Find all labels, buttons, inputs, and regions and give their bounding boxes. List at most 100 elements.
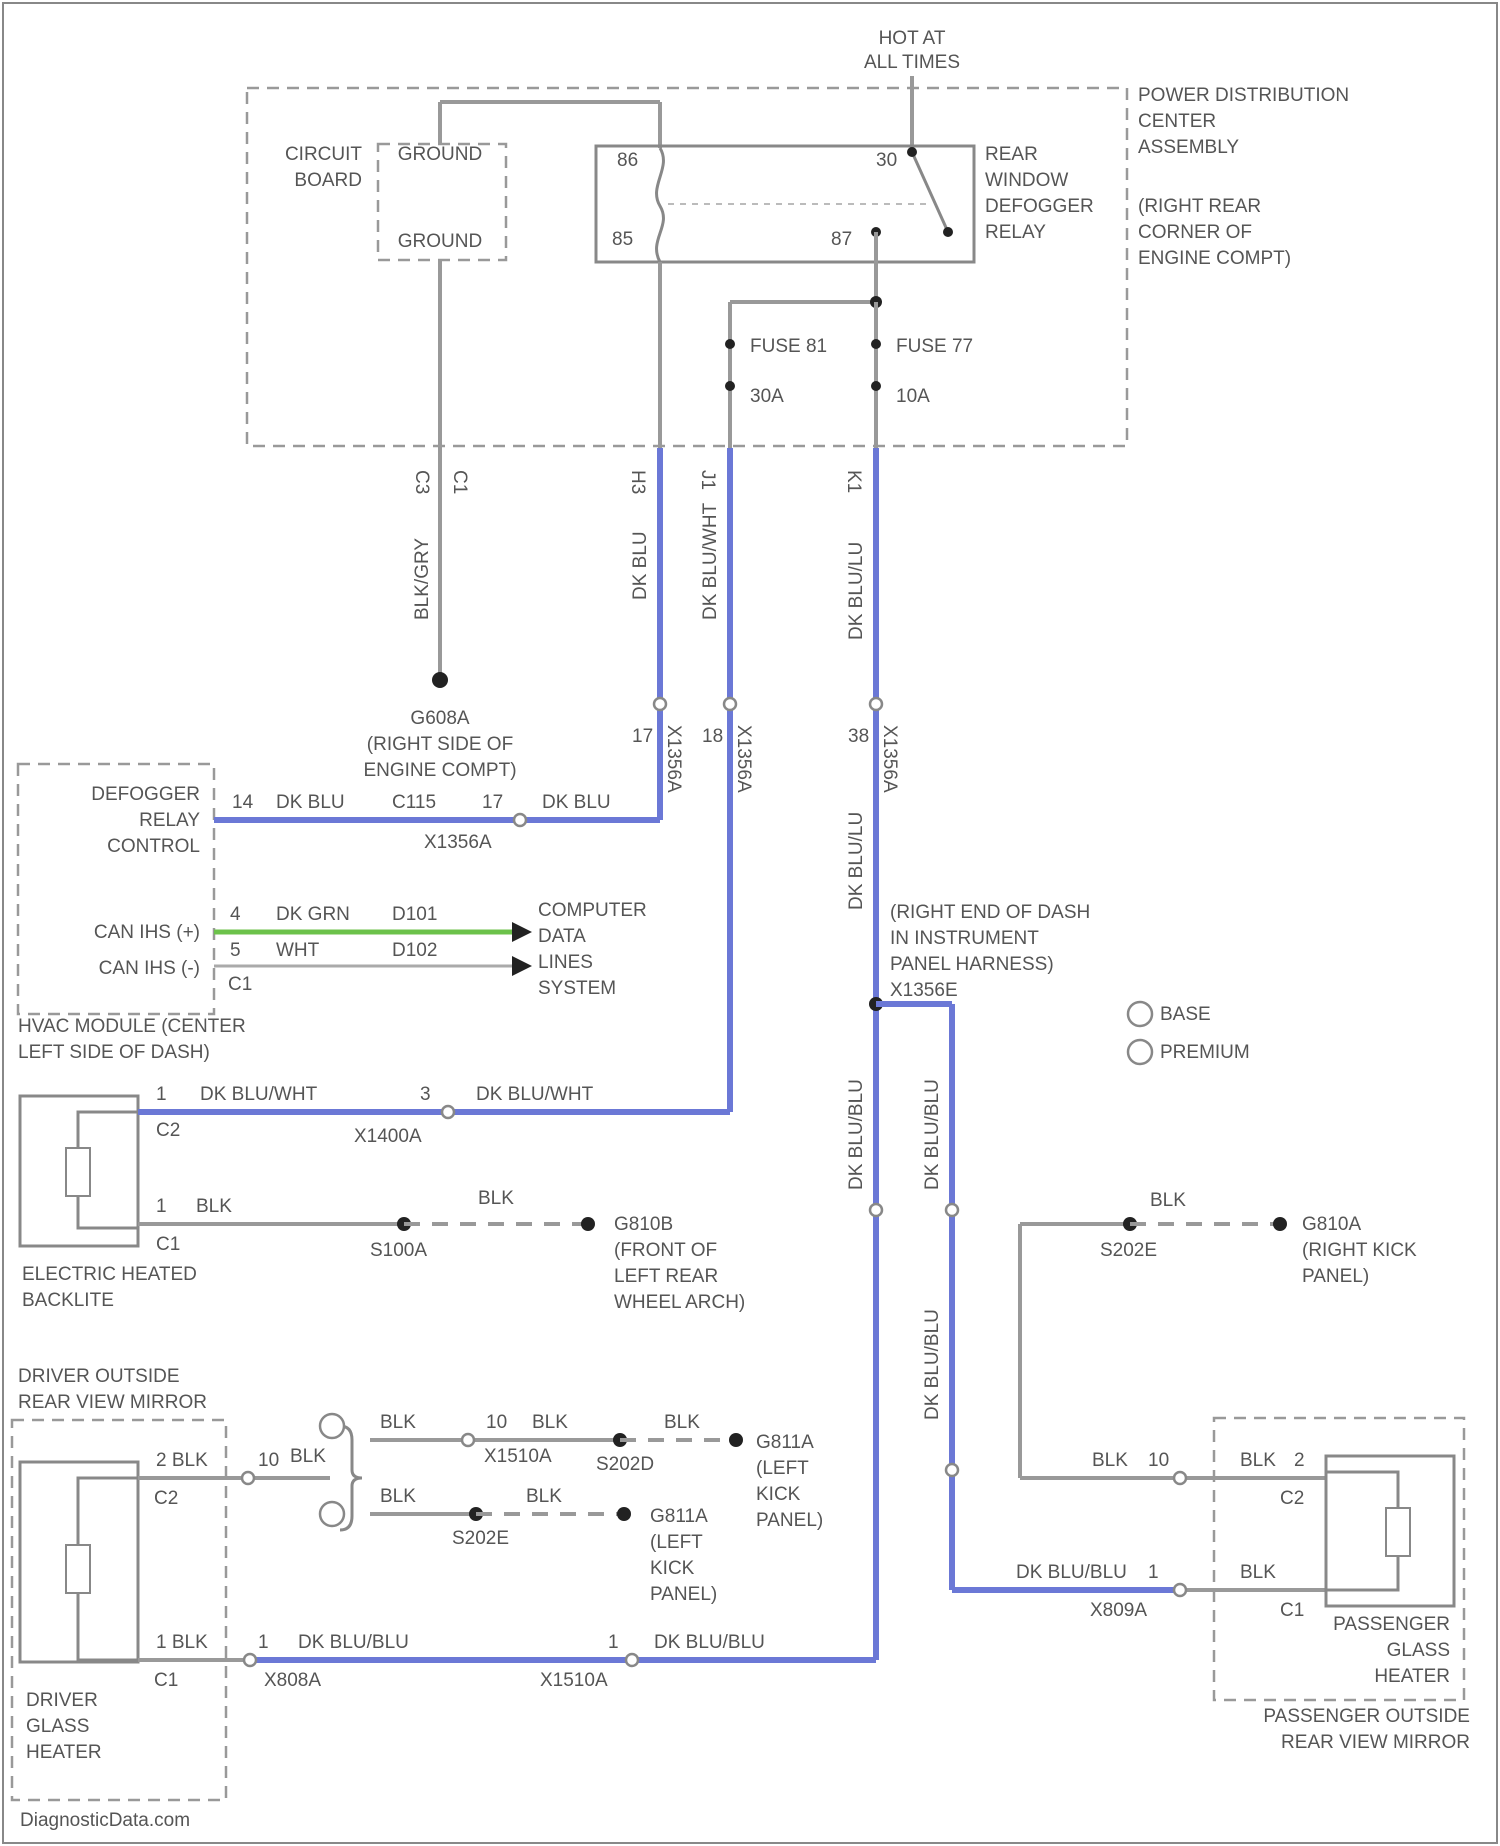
- driver-c2: C2: [154, 1488, 178, 1509]
- circuit-board-label-1: CIRCUIT: [285, 144, 362, 165]
- connector-x1356a-1: [654, 698, 666, 710]
- driver-splice-c: X1510A: [540, 1670, 608, 1691]
- connector-x1356b-1: [870, 1204, 882, 1216]
- fuse77-bottom: [871, 381, 881, 391]
- g811a-bottom-3: KICK: [650, 1558, 695, 1579]
- driver-blk: BLK: [290, 1446, 326, 1467]
- g811a-bottom-dot: [617, 1507, 631, 1521]
- driver-resistor-icon: [66, 1545, 90, 1593]
- g810a-3: PANEL): [1302, 1266, 1369, 1287]
- pdc-pin-h3: H3: [627, 470, 648, 494]
- right-blk-b: BLK: [1240, 1450, 1276, 1471]
- driver-wire-bottom2: DK BLU/BLU: [654, 1632, 765, 1653]
- passenger-heater-1: PASSENGER: [1333, 1614, 1450, 1635]
- relay-coil: [657, 148, 664, 262]
- legend-premium: PREMIUM: [1160, 1042, 1250, 1063]
- fuse77-label: FUSE 77: [896, 336, 973, 357]
- backlite-wire-1: DK BLU/WHT: [200, 1084, 318, 1105]
- relay-switch: [912, 152, 948, 232]
- hvac-can-lo: CAN IHS (-): [99, 958, 200, 979]
- relay-contact-30: [907, 147, 917, 157]
- driver-s-top-pin: 10: [486, 1412, 507, 1433]
- g608-label-3: ENGINE COMPT): [363, 760, 516, 781]
- right-splice: X809A: [1090, 1600, 1147, 1621]
- hot-at-line2: ALL TIMES: [864, 52, 960, 73]
- computer-data-3: LINES: [538, 952, 593, 973]
- backlite-wire-2: BLK: [196, 1196, 232, 1217]
- pdc-name-3: ASSEMBLY: [1138, 137, 1239, 158]
- g811a-top-4: PANEL): [756, 1510, 823, 1531]
- pdc-name-1: POWER DISTRIBUTION: [1138, 85, 1349, 106]
- right-blk-a: BLK: [1092, 1450, 1128, 1471]
- fuse77-amp: 10A: [896, 386, 930, 407]
- hot-at-line1: HOT AT: [879, 28, 946, 49]
- wire-color-dkblublu-3: DK BLU/BLU: [922, 1309, 943, 1420]
- g608-label-1: G608A: [410, 708, 469, 729]
- pdc-name-2: CENTER: [1138, 111, 1216, 132]
- g811a-top-2: (LEFT: [756, 1458, 809, 1479]
- relay-pin-30: 30: [876, 150, 897, 171]
- driver-s-top-blk: BLK: [532, 1412, 568, 1433]
- passenger-c2: C2: [1280, 1488, 1304, 1509]
- hvac-pin-17: 17: [482, 792, 503, 813]
- g811a-top-dot: [729, 1433, 743, 1447]
- connector-x1356a-3: [870, 698, 882, 710]
- hvac-d102: D102: [392, 940, 437, 961]
- g810b-3: LEFT REAR: [614, 1266, 718, 1287]
- backlite-s100a: S100A: [370, 1240, 427, 1261]
- hvac-wire-14: DK BLU: [276, 792, 345, 813]
- driver-pin-1: 1 BLK: [156, 1632, 208, 1653]
- driver-pin-2: 2 BLK: [156, 1450, 208, 1471]
- driver-s-top: BLK: [380, 1412, 416, 1433]
- legend-premium-icon: [1128, 1040, 1152, 1064]
- wire-color-dkblu: DK BLU: [630, 531, 651, 600]
- g811a-top-3: KICK: [756, 1484, 801, 1505]
- right-wire-bottom: DK BLU/BLU: [1016, 1562, 1127, 1583]
- passenger-heater-2: GLASS: [1387, 1640, 1450, 1661]
- computer-data-2: DATA: [538, 926, 586, 947]
- pdc-location-1: (RIGHT REAR: [1138, 196, 1261, 217]
- driver-s202d: S202D: [596, 1454, 654, 1475]
- driver-splice-b: X808A: [264, 1670, 321, 1691]
- backlite-wire-3: DK BLU/WHT: [476, 1084, 594, 1105]
- driver-s202e: S202E: [452, 1528, 509, 1549]
- driver-heater-2: GLASS: [26, 1716, 89, 1737]
- splice-pin-17: 17: [632, 726, 653, 747]
- wire-color-dkblublu-2: DK BLU/BLU: [922, 1079, 943, 1190]
- hvac-defogger-2: RELAY: [139, 810, 200, 831]
- driver-heater-1: DRIVER: [26, 1690, 98, 1711]
- hvac-wire-17: DK BLU: [542, 792, 611, 813]
- connector-x1356a-2: [724, 698, 736, 710]
- circuit-board-label-2: BOARD: [294, 170, 362, 191]
- passenger-mirror-1: PASSENGER OUTSIDE: [1263, 1706, 1470, 1727]
- connector-passenger-c1: [1174, 1584, 1186, 1596]
- ground-g608-dot: [432, 672, 448, 688]
- driver-wire-bottom: DK BLU/BLU: [298, 1632, 409, 1653]
- relay-label-3: DEFOGGER: [985, 196, 1094, 217]
- connector-x808a: [244, 1654, 256, 1666]
- wire-color-blkgry: BLK/GRY: [412, 538, 433, 620]
- hvac-pin-5: 5: [230, 940, 241, 961]
- g810b-dot: [581, 1217, 595, 1231]
- g811a-bottom-2: (LEFT: [650, 1532, 703, 1553]
- hvac-pin-4: 4: [230, 904, 241, 925]
- fuse81-bottom: [725, 381, 735, 391]
- wire-color-dkblublu-1: DK BLU/BLU: [846, 1079, 867, 1190]
- connector-c115: [514, 814, 526, 826]
- passenger-mirror-2: REAR VIEW MIRROR: [1281, 1732, 1470, 1753]
- driver-mirror-2: REAR VIEW MIRROR: [18, 1392, 207, 1413]
- right-s202e: S202E: [1100, 1240, 1157, 1261]
- driver-premium-option-icon: [320, 1502, 344, 1526]
- pdc-location-3: ENGINE COMPT): [1138, 248, 1291, 269]
- relay-pin-86: 86: [617, 150, 638, 171]
- fuse81-label: FUSE 81: [750, 336, 827, 357]
- connector-x1356c: [946, 1464, 958, 1476]
- splice-pin-38: 38: [848, 726, 869, 747]
- rt-end-label-4: X1356E: [890, 980, 958, 1001]
- driver-s2-blk2: BLK: [526, 1486, 562, 1507]
- right-blk: BLK: [1150, 1190, 1186, 1211]
- driver-s2-blk: BLK: [380, 1486, 416, 1507]
- driver-s-top-x: X1510A: [484, 1446, 552, 1467]
- g810b-2: (FRONT OF: [614, 1240, 717, 1261]
- backlite-pin-1a: 1: [156, 1084, 167, 1105]
